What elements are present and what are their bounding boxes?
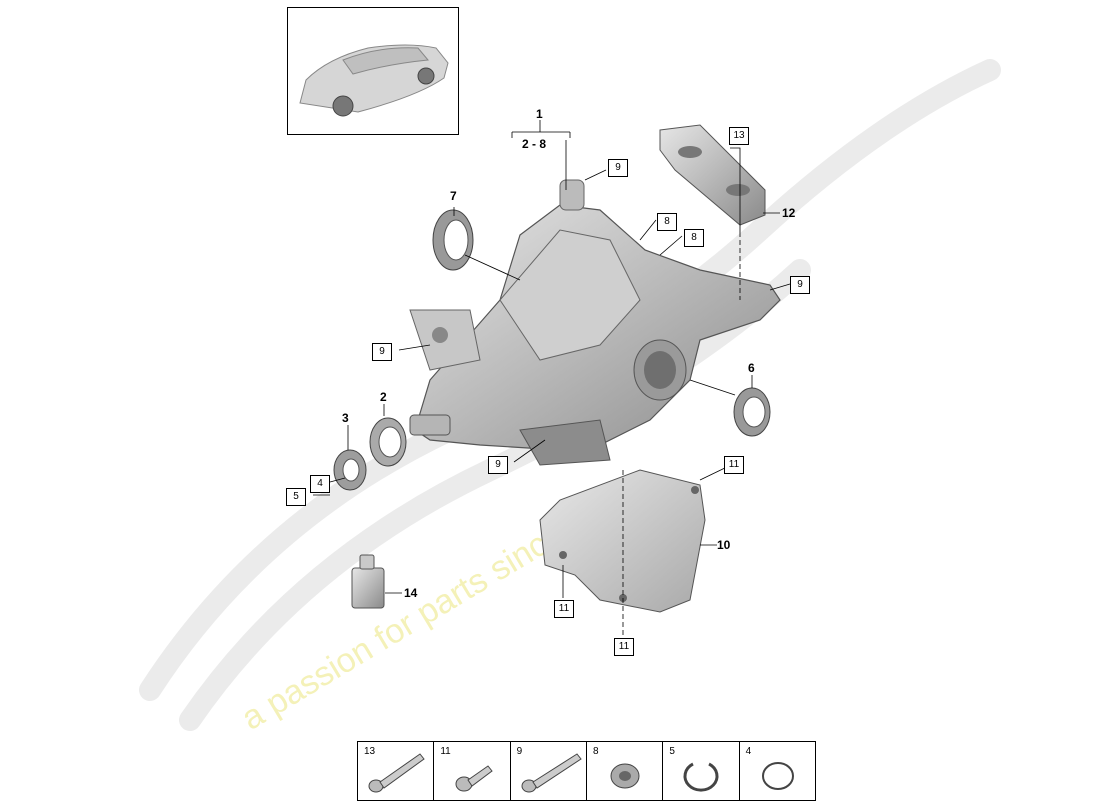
heat-shield [539,469,706,613]
callout-9-right: 9 [790,276,810,294]
legend-number: 8 [592,746,599,757]
legend-cell-4: 4 [740,742,815,800]
callout-6: 6 [748,361,755,375]
callout-4: 4 [310,475,330,493]
legend-cell-8: 8 [587,742,664,800]
car-icon [299,44,449,117]
callout-2: 2 [380,390,387,404]
callout-12: 12 [782,206,796,220]
callout-7: 7 [450,189,457,203]
legend-number: 9 [516,746,523,757]
legend-number: 4 [745,746,752,757]
short-bolt-icon [455,765,494,792]
legend-cell-13: 13 [358,742,435,800]
fastener-legend: 13 11 9 8 5 4 [357,741,816,801]
circlip-icon [683,762,719,792]
callout-9-left: 9 [372,343,392,361]
oil-bottle [351,554,385,609]
callout-8-upper: 8 [657,213,677,231]
callout-5: 5 [286,488,306,506]
vehicle-thumbnail [287,7,459,135]
callout-13: 13 [729,127,749,145]
callout-9-bottom: 9 [488,456,508,474]
flange-bolt-icon [521,753,582,793]
legend-cell-5: 5 [663,742,740,800]
seal-7 [432,209,474,271]
callout-9-top: 9 [608,159,628,177]
callout-11-upper: 11 [724,456,744,474]
legend-cell-11: 11 [434,742,511,800]
ring-icon [761,762,794,790]
callout-8-lower: 8 [684,229,704,247]
callout-11-left: 11 [554,600,574,618]
callout-3: 3 [342,411,349,425]
legend-cell-9: 9 [511,742,587,800]
legend-number: 5 [669,746,675,757]
differential-housing [409,179,781,466]
callout-11-bottom: 11 [614,638,634,656]
seal-6 [733,387,771,437]
long-bolt-icon [368,753,425,793]
ring-3 [333,449,367,491]
plug-icon [610,763,640,789]
callout-1: 1 [536,107,543,121]
seal-2 [369,417,407,467]
callout-10: 10 [717,538,731,552]
rear-mount [659,124,766,226]
callout-2-8: 2 - 8 [522,137,547,151]
legend-number: 11 [440,746,451,757]
callout-14: 14 [404,586,418,600]
legend-number: 13 [364,746,376,757]
